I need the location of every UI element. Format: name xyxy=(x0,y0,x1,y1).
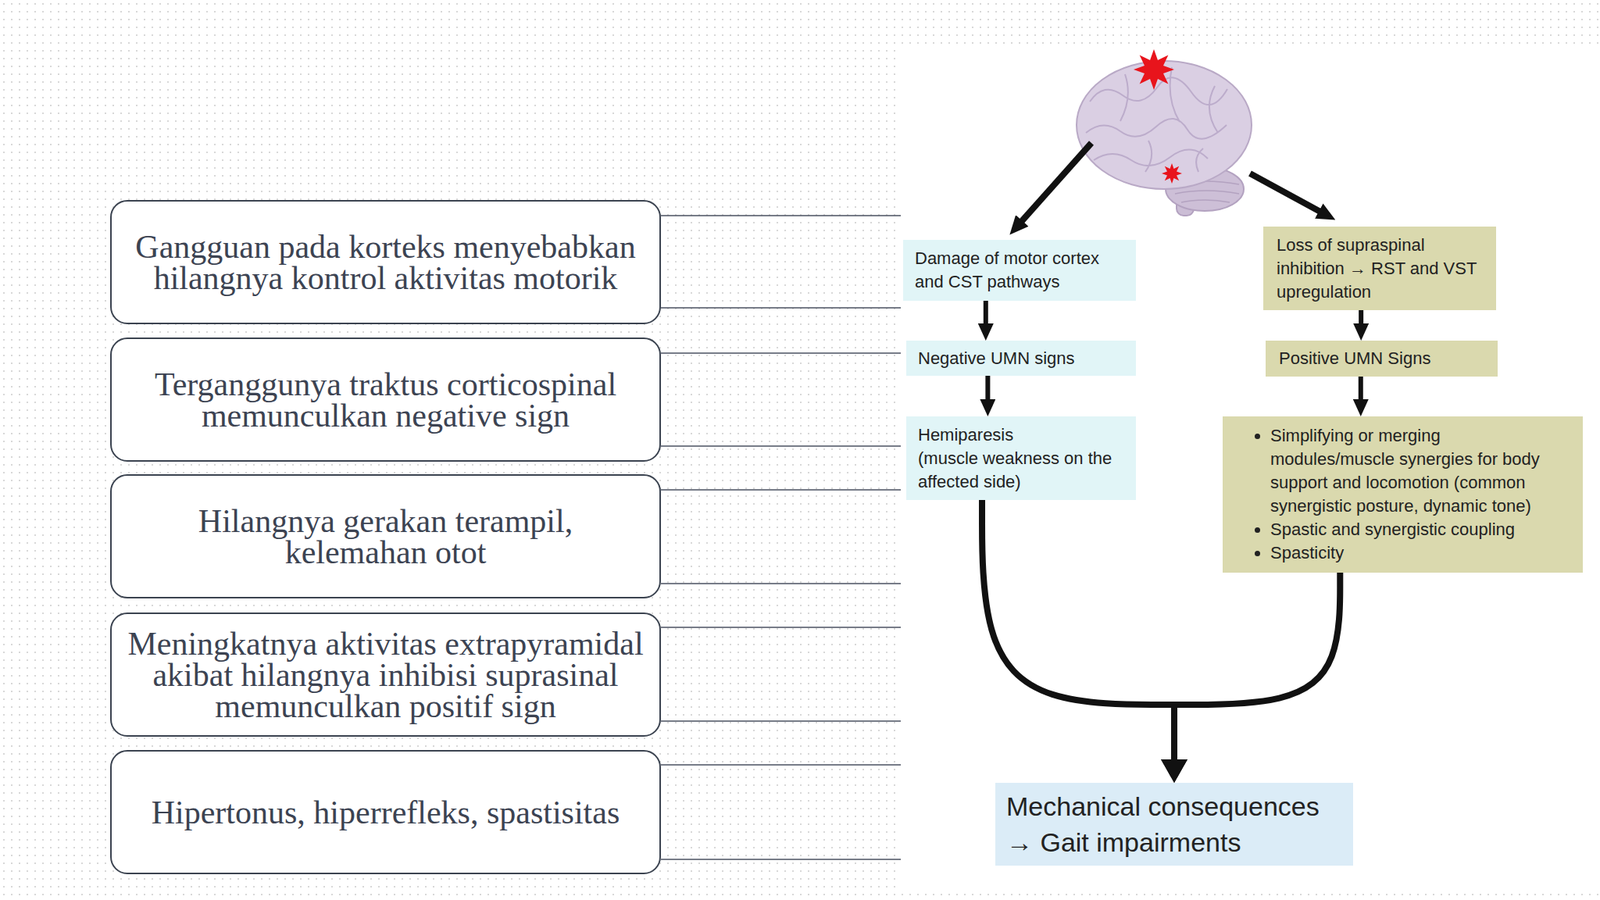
box-text: Loss of supraspinal inhibition → RST and… xyxy=(1276,233,1496,304)
bullet-item: Simplifying or merging modules/muscle sy… xyxy=(1270,424,1552,518)
box-text: Hilangnya gerakan terampil, kelemahan ot… xyxy=(182,505,590,568)
box-text: Hemiparesis xyxy=(917,423,1125,447)
flow-arrow xyxy=(983,300,989,325)
leader-line xyxy=(660,582,901,585)
leader-line xyxy=(660,720,901,722)
leader-line xyxy=(660,445,901,447)
process-box: Damage of motor cortex and CST pathways xyxy=(903,239,1136,301)
bullet-item: Spastic and synergistic coupling xyxy=(1270,517,1552,542)
box-text: Hipertonus, hiperrefleks, spastisitas xyxy=(116,796,656,829)
leader-line xyxy=(660,307,901,309)
note-box: Meningkatnya aktivitas extrapyramidal ak… xyxy=(110,612,661,737)
process-box: Positive UMN Signs xyxy=(1265,340,1498,377)
brain-illustration xyxy=(1076,49,1252,216)
box-text: (muscle weakness on the affected side) xyxy=(917,446,1125,494)
leader-line xyxy=(660,626,901,629)
box-text: Terganggunya traktus corticospinal memun… xyxy=(116,368,656,432)
brain-arrow xyxy=(1250,173,1321,212)
note-box: Terganggunya traktus corticospinal memun… xyxy=(110,337,661,462)
process-box: Hemiparesis(muscle weakness on the affec… xyxy=(906,416,1136,500)
note-box: Hilangnya gerakan terampil, kelemahan ot… xyxy=(110,474,661,599)
flow-arrow xyxy=(982,500,1175,761)
box-text: Gangguan pada korteks menyebabkan hilang… xyxy=(116,231,656,294)
lesion-star xyxy=(1133,49,1175,90)
result-box: Mechanical consequences → Gait impairmen… xyxy=(995,782,1354,866)
flow-arrow xyxy=(985,375,990,401)
box-text: Meningkatnya aktivitas extrapyramidal ak… xyxy=(116,628,656,722)
flow-arrow xyxy=(1174,572,1340,761)
leader-line xyxy=(660,489,901,491)
leader-line xyxy=(660,764,901,766)
leader-line xyxy=(660,214,901,217)
process-box: Simplifying or merging modules/muscle sy… xyxy=(1222,416,1583,573)
bullet-list: Simplifying or merging modules/muscle sy… xyxy=(1235,424,1552,565)
brain-arrow xyxy=(1021,142,1092,222)
leader-lines xyxy=(660,215,901,860)
leader-line xyxy=(660,352,901,354)
flow-arrow xyxy=(1358,310,1364,325)
lesion-star xyxy=(1161,163,1183,184)
box-text: Damage of motor cortex and CST pathways xyxy=(914,246,1118,294)
note-box: Hipertonus, hiperrefleks, spastisitas xyxy=(110,750,661,875)
box-text: Positive UMN Signs xyxy=(1278,346,1431,371)
flow-arrow xyxy=(1358,376,1364,401)
process-box: Negative UMN signs xyxy=(906,340,1136,376)
leader-line xyxy=(660,858,901,861)
box-text: Negative UMN signs xyxy=(917,346,1075,371)
box-text: Mechanical consequences → Gait impairmen… xyxy=(1006,788,1331,861)
figure-panel xyxy=(900,49,1600,888)
bullet-item: Spasticity xyxy=(1270,541,1552,565)
brain-gyri xyxy=(1085,67,1228,172)
note-box: Gangguan pada korteks menyebabkan hilang… xyxy=(110,200,661,325)
process-box: Loss of supraspinal inhibition → RST and… xyxy=(1263,226,1497,311)
